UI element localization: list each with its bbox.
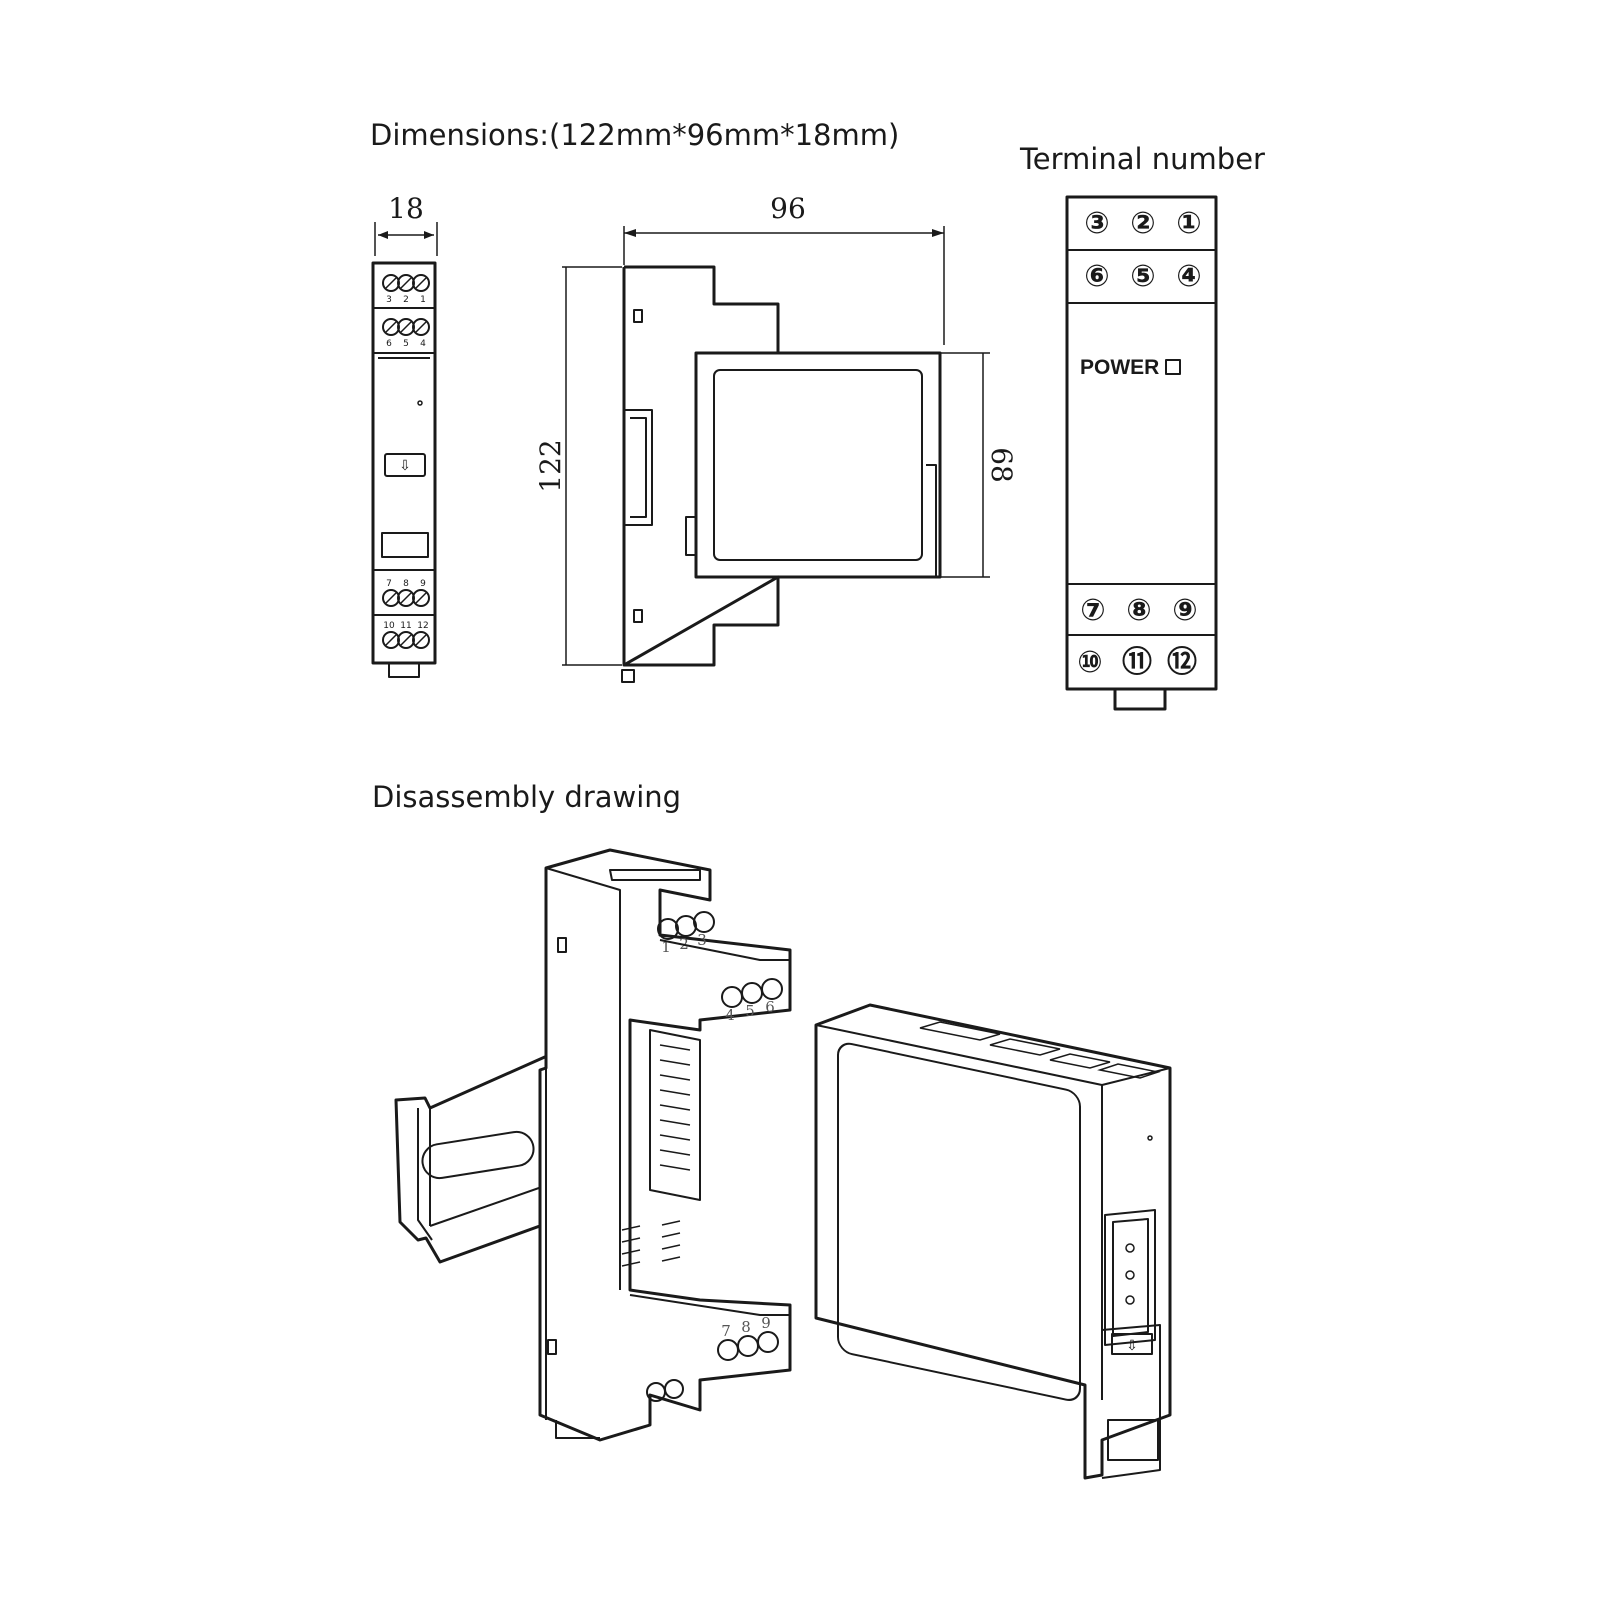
height-dimension: 122 [534, 439, 567, 492]
svg-text:4: 4 [725, 1006, 735, 1024]
svg-text:10: 10 [383, 621, 395, 631]
terminal-8: ⑧ [1126, 593, 1151, 628]
dimensions-title: Dimensions:(122mm*96mm*18mm) [370, 118, 900, 152]
svg-text:12: 12 [417, 621, 428, 631]
side-view: 96 122 68 [534, 192, 1018, 683]
svg-text:4: 4 [420, 339, 426, 349]
terminal-9: ⑨ [1172, 593, 1197, 628]
svg-text:8: 8 [741, 1318, 751, 1336]
depth-dimension: 96 [770, 192, 806, 225]
terminal-10: ⑩ [1077, 645, 1102, 680]
terminal-12: ⑫ [1167, 645, 1197, 680]
svg-text:8: 8 [403, 579, 409, 589]
svg-text:7: 7 [721, 1322, 731, 1340]
svg-text:3: 3 [697, 931, 707, 949]
front-screws-bottom: 7 8 9 10 11 12 [382, 579, 430, 649]
svg-text:9: 9 [420, 579, 426, 589]
svg-text:5: 5 [403, 339, 409, 349]
front-screws-top: 3 2 1 6 5 4 [382, 274, 430, 349]
svg-text:9: 9 [761, 1314, 771, 1332]
svg-text:7: 7 [386, 579, 392, 589]
terminal-number-title: Terminal number [1020, 142, 1265, 176]
terminal-7: ⑦ [1080, 593, 1105, 628]
terminal-3: ③ [1084, 206, 1109, 241]
din-rail [394, 1050, 564, 1264]
base-module: 1 2 3 4 5 6 7 8 9 [538, 848, 792, 1442]
power-indicator-icon [1165, 359, 1181, 375]
front-view: 18 3 2 1 6 5 4 ⇩ 7 8 9 [371, 192, 438, 678]
front-height-dimension: 68 [985, 447, 1018, 483]
svg-text:11: 11 [400, 621, 411, 631]
terminal-6: ⑥ [1084, 259, 1109, 294]
svg-text:5: 5 [745, 1002, 755, 1020]
svg-text:6: 6 [386, 339, 392, 349]
svg-text:6: 6 [765, 998, 775, 1016]
terminal-number-panel: ③ ② ① ⑥ ⑤ ④ POWER ⑦ ⑧ ⑨ ⑩ ⑪ ⑫ [1065, 195, 1218, 711]
terminal-1: ① [1176, 206, 1201, 241]
disassembly-title: Disassembly drawing [372, 780, 682, 814]
svg-text:3: 3 [386, 295, 392, 305]
release-arrow-icon: ⇩ [399, 458, 411, 474]
release-arrow-icon: ⇩ [1126, 1338, 1138, 1354]
terminal-2: ② [1130, 206, 1155, 241]
cover-module: ⇩ [814, 1003, 1172, 1480]
terminal-11: ⑪ [1122, 645, 1152, 680]
svg-text:1: 1 [661, 938, 671, 956]
svg-text:2: 2 [403, 295, 409, 305]
svg-text:1: 1 [420, 295, 426, 305]
power-label: POWER [1080, 356, 1159, 379]
terminal-4: ④ [1176, 259, 1201, 294]
terminal-5: ⑤ [1130, 259, 1155, 294]
width-dimension: 18 [388, 192, 424, 225]
